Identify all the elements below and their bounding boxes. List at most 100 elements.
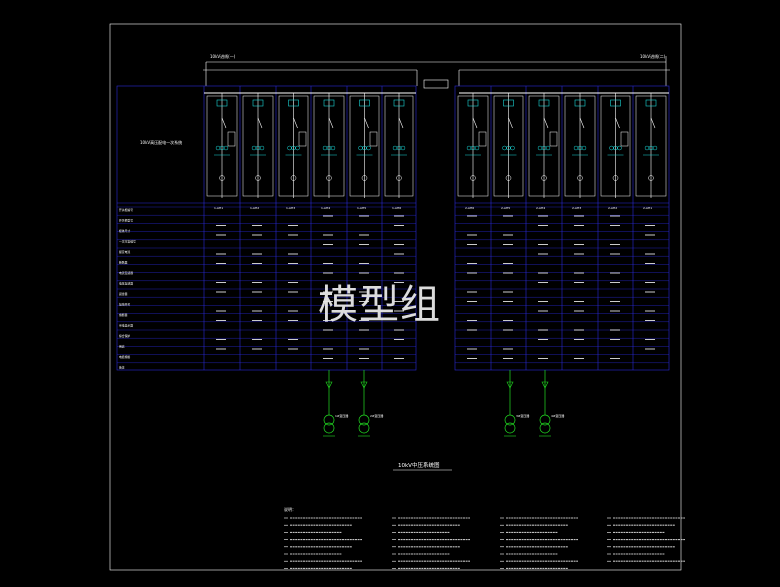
busbar-isolator-icon — [467, 99, 479, 107]
ct-icon — [545, 145, 551, 151]
transformer-icon — [358, 414, 370, 426]
ct-icon — [652, 145, 658, 151]
switchgear-panels — [206, 93, 667, 198]
ct-icon — [474, 145, 480, 151]
transformer-label: 2#变压器 — [370, 413, 383, 418]
row-label: 带电显示器 — [119, 324, 133, 328]
breaker-icon — [328, 117, 334, 129]
right-table — [454, 85, 670, 371]
row-label: 电流互感器 — [119, 271, 133, 275]
busbar-isolator-icon — [645, 99, 657, 107]
panel-id: 1-AH4 — [321, 206, 330, 210]
busbar-isolator-icon — [216, 99, 228, 107]
panel-drawing — [349, 93, 380, 198]
table-rows — [117, 206, 669, 363]
ct-icon — [502, 145, 507, 151]
breaker-icon — [579, 117, 585, 129]
ct-icon — [510, 145, 515, 151]
row-label: 一次方案编号 — [119, 240, 136, 244]
ct-icon — [392, 145, 398, 151]
panel-id: 2-AH1 — [643, 206, 652, 210]
transformer-icon — [504, 414, 516, 426]
incoming-right-label: 10kV进线(二) — [640, 53, 666, 59]
ct-icon — [358, 145, 363, 151]
row-label: 柜体尺寸 — [119, 229, 130, 233]
feeder: 1#变压器 — [323, 370, 348, 437]
ct-icon — [537, 145, 543, 151]
drawing-frame — [109, 23, 682, 571]
row-label: 用途 — [119, 345, 125, 349]
panel-drawing — [457, 93, 489, 198]
transformer-label: 4#变压器 — [551, 413, 564, 418]
row-label: 断路器 — [119, 261, 128, 265]
ct-icon — [251, 145, 257, 151]
feeder: 2#变压器 — [358, 370, 383, 437]
ct-icon — [322, 145, 328, 151]
incoming-left-label: 10kV进线(一) — [210, 53, 236, 59]
notes-block — [284, 517, 685, 569]
breaker-icon — [257, 117, 263, 129]
notes-heading: 说明： — [284, 506, 296, 512]
feeder: 3#变压器 — [504, 370, 529, 437]
panel-drawing — [278, 93, 309, 198]
panel-id: 2-AH3 — [572, 206, 581, 210]
transformer-icon — [323, 414, 335, 426]
panel-id: 2-AH6 — [465, 206, 474, 210]
busbar-isolator-icon — [574, 99, 586, 107]
row-label: 综合保护 — [119, 334, 130, 338]
breaker-icon — [293, 117, 298, 129]
panel-drawing — [384, 93, 414, 198]
breaker-icon — [364, 117, 369, 129]
left-table — [116, 85, 417, 371]
breaker-icon — [650, 117, 656, 129]
busbar-isolator-icon — [288, 99, 299, 107]
panel-id: 1-AH6 — [392, 206, 401, 210]
breaker-icon — [615, 117, 620, 129]
row-label: 电压互感器 — [119, 282, 133, 286]
panel-drawing — [600, 93, 631, 198]
breaker-icon — [543, 117, 549, 129]
ct-icon — [215, 145, 221, 151]
ct-icon — [287, 145, 292, 151]
row-label: 避雷器 — [119, 292, 128, 296]
busbar-isolator-icon — [503, 99, 514, 107]
transformer-icon — [539, 414, 551, 426]
breaker-icon — [221, 117, 227, 129]
busbar-isolator-icon — [359, 99, 370, 107]
outgoing-feeders: 1#变压器 2#变压器 3#变压器 4#变压器 — [323, 370, 564, 437]
panel-id: 1-AH5 — [357, 206, 366, 210]
panel-id: 2-AH2 — [608, 206, 617, 210]
panel-id: 2-AH5 — [501, 206, 510, 210]
row-label: 接地开关 — [119, 303, 130, 307]
ct-icon — [259, 145, 265, 151]
panel-drawing — [313, 93, 345, 198]
drawing-title: 10kV中压系统图 — [398, 461, 440, 469]
busbar-isolator-icon — [538, 99, 550, 107]
ct-icon — [644, 145, 650, 151]
busbar-isolator-icon — [393, 99, 405, 107]
transformer-label: 3#变压器 — [516, 413, 529, 418]
panel-drawing — [564, 93, 596, 198]
ct-icon — [330, 145, 336, 151]
panel-drawing — [493, 93, 524, 198]
panel-drawing — [206, 93, 238, 198]
panel-drawing — [635, 93, 667, 198]
panel-id: 2-AH4 — [536, 206, 545, 210]
feeder: 4#变压器 — [539, 370, 564, 437]
panel-drawing — [528, 93, 560, 198]
watermark: 模型组 — [318, 282, 441, 328]
row-label: 电缆规格 — [119, 355, 130, 359]
busbar-isolator-icon — [252, 99, 264, 107]
row-label: 开关柜编号 — [119, 208, 133, 212]
ct-icon — [295, 145, 300, 151]
ct-icon — [366, 145, 371, 151]
busbar-isolator-icon — [610, 99, 621, 107]
row-label: 备注 — [119, 366, 125, 370]
incoming-lines — [203, 56, 670, 89]
panel-id: 1-AH1 — [214, 206, 223, 210]
transformer-label: 1#变压器 — [335, 413, 348, 418]
busbar-isolator-icon — [323, 99, 335, 107]
panel-id: 1-AH3 — [286, 206, 295, 210]
row-label: 开关柜型号 — [119, 219, 133, 223]
